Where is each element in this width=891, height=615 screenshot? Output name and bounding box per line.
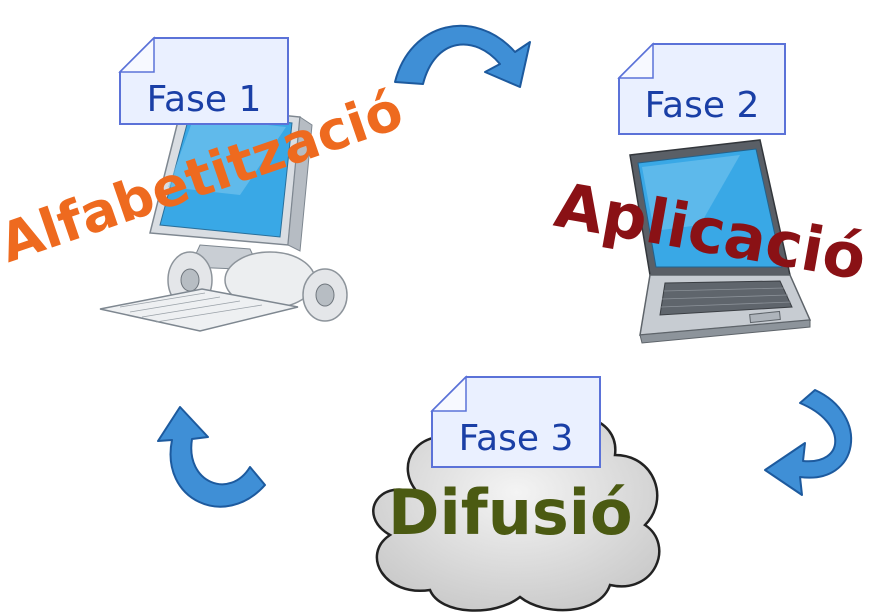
fase-2-label: Fase 2	[644, 85, 760, 126]
fase-3-card: Fase 3	[430, 375, 602, 469]
fase-3-card-shape	[430, 375, 601, 468]
fase-1-card: Fase 1	[118, 36, 290, 126]
fase-3-label: Fase 3	[458, 418, 574, 459]
cycle-arrow-right-icon	[764, 389, 853, 496]
fase-1-card-shape	[118, 36, 289, 125]
desktop-computer-illustration	[99, 104, 348, 332]
cycle-arrow-top-icon	[394, 25, 531, 88]
phase-3-name: Difusió	[388, 476, 633, 549]
fase-1-label: Fase 1	[146, 79, 262, 120]
cycle-arrow-left-icon	[157, 406, 266, 508]
fase-2-card: Fase 2	[617, 42, 787, 136]
fase-2-card-shape	[617, 42, 786, 135]
laptop-computer-illustration	[629, 139, 812, 344]
